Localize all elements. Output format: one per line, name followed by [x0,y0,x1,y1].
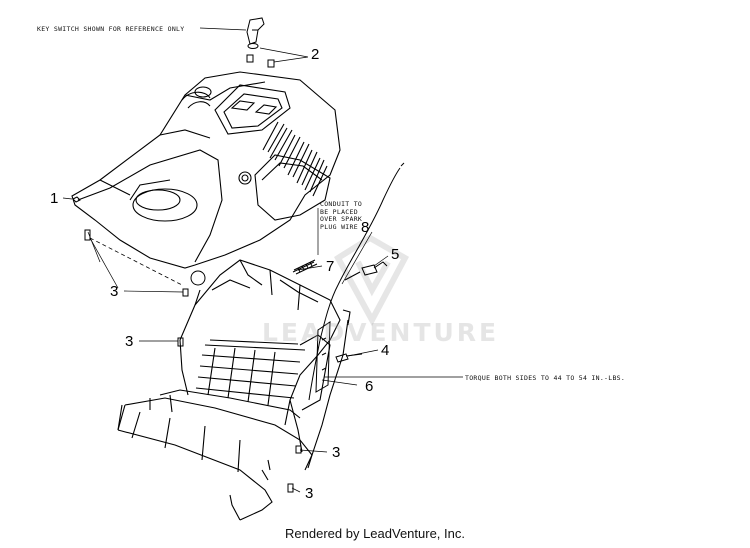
callout-3: 3 [110,283,119,300]
footer-credit: Rendered by LeadVenture, Inc. [285,526,465,541]
callout-3: 3 [125,333,134,350]
screw-item-1 [72,196,91,241]
callout-4: 4 [381,342,390,359]
callout-1: 1 [50,190,59,207]
control-tower-frame [117,259,351,521]
reference-dashed-line [89,237,183,286]
screw-item-3 [177,288,302,493]
callout-7: 7 [326,258,335,275]
torque-note: TORQUE BOTH SIDES TO 44 TO 54 IN.-LBS. [465,374,626,382]
callout-3: 3 [332,444,341,461]
callout-6: 6 [365,378,374,395]
leader-lines [62,27,463,493]
dash-console-panel [71,71,341,269]
bracket-item-6 [315,321,331,393]
leadventure-logo-watermark [334,234,410,327]
connector-item-5 [344,261,388,281]
conduit-note-line-4: PLUG WIRE [320,222,358,231]
callout-3: 3 [305,485,314,502]
screw-item-2 [246,54,275,68]
conduit-item-7 [292,259,318,275]
callout-2: 2 [311,46,320,63]
conduit-note-line-2: BE PLACED [320,207,358,216]
conduit-note-line-3: OVER SPARK [320,215,363,224]
callout-8: 8 [361,219,370,236]
key-switch-note: KEY SWITCH SHOWN FOR REFERENCE ONLY [37,25,185,33]
callout-5: 5 [391,246,400,263]
washer [190,270,206,286]
conduit-note-line-1: CONDUIT TO [320,200,363,208]
watermark-text: LEADVENTURE [262,318,500,347]
bolt-item-4 [335,353,363,363]
conduit-note: CONDUIT TO BE PLACED OVER SPARK PLUG WIR… [320,200,363,231]
key-switch [246,17,265,49]
